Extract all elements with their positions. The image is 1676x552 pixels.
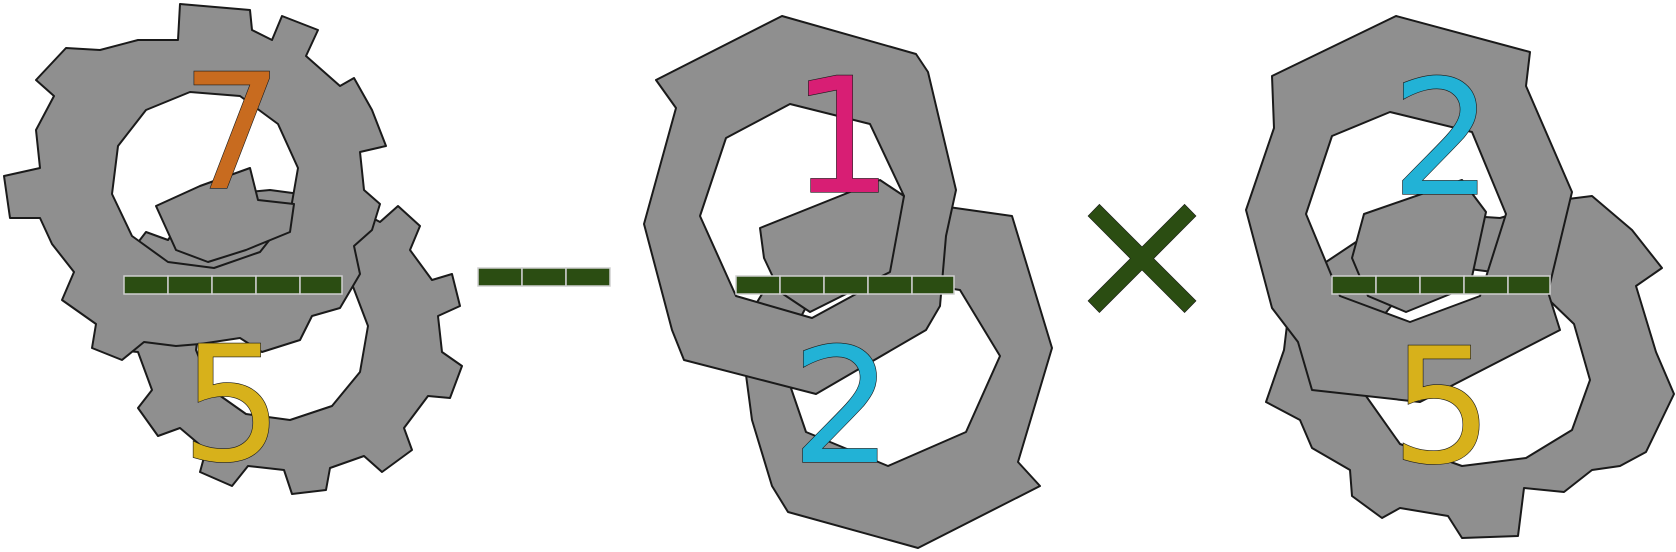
- gear-pair-background: [3, 3, 463, 495]
- fraction-bar-term2: [735, 275, 955, 295]
- upper-gear-icon: [3, 3, 387, 361]
- gear-inner-tab: [155, 167, 295, 263]
- term1-denominator: 5: [181, 311, 283, 498]
- fraction-bar-term1: [123, 275, 343, 295]
- upper-heptagon-ring-icon: [643, 15, 957, 395]
- term3-denominator: 5: [1391, 313, 1493, 500]
- term3-numerator: 2: [1391, 45, 1493, 232]
- minus-operator: [477, 267, 611, 287]
- term2-denominator: 2: [791, 313, 893, 500]
- term2-numerator: 1: [791, 43, 893, 230]
- fraction-bar-term3: [1331, 275, 1551, 295]
- times-operator: ×: [1062, 142, 1221, 363]
- left-heptagon-ring-icon: [1245, 15, 1573, 403]
- term1-numerator: 7: [181, 39, 283, 226]
